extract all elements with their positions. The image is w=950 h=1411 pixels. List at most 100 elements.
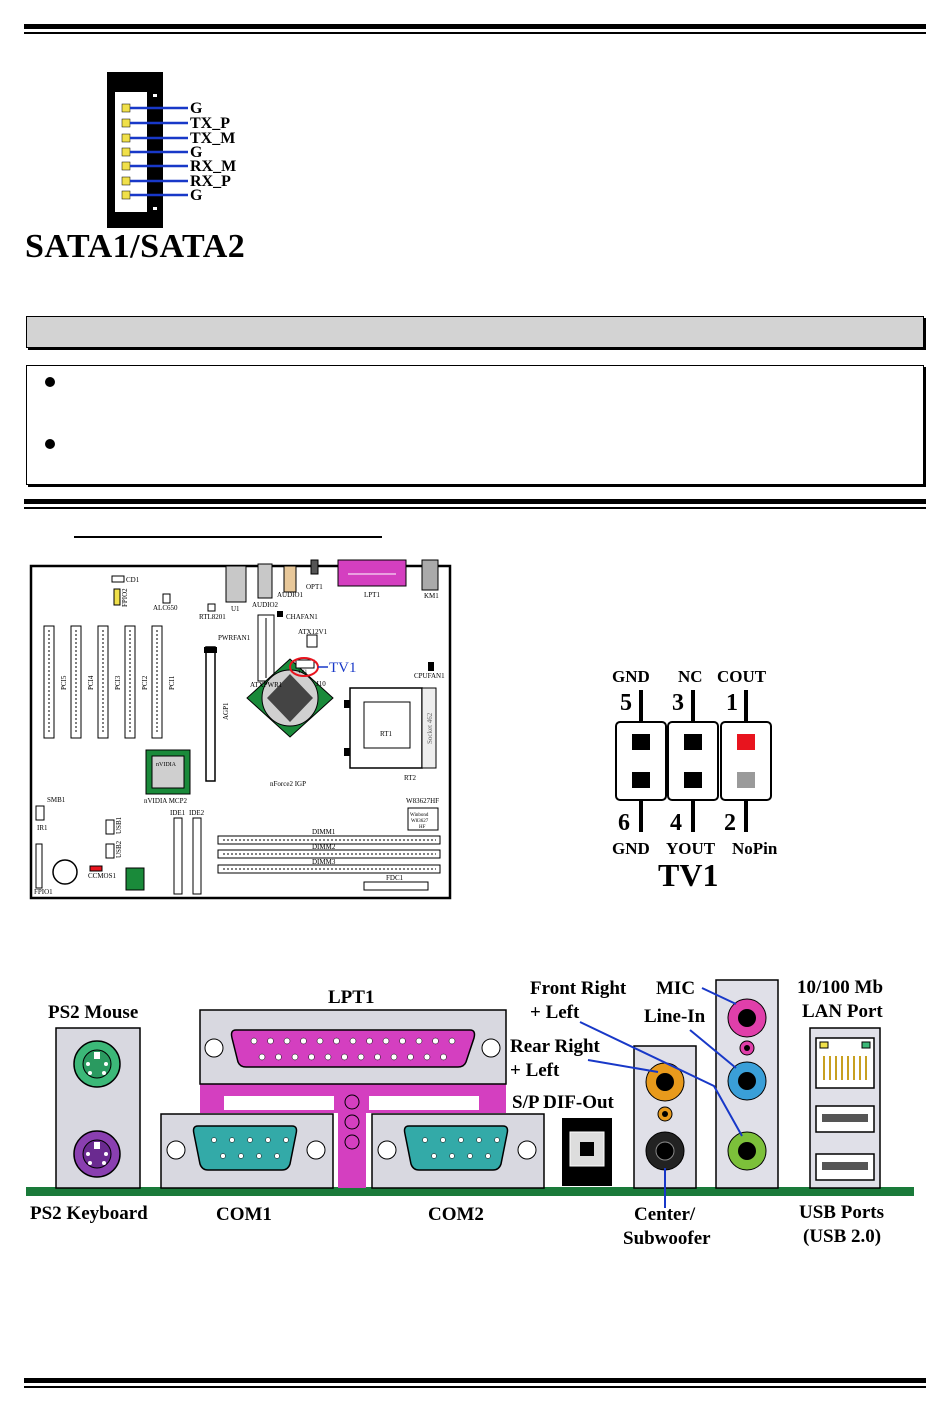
lpt1-pin <box>448 1037 456 1045</box>
board-label-agp1: AGP1 <box>222 702 230 720</box>
lpt1-port <box>230 1029 476 1068</box>
lpt1-pin <box>423 1053 431 1061</box>
line-in-leader <box>689 1029 737 1069</box>
tv1-pin-1 <box>737 734 755 750</box>
board-label-usb1: USB1 <box>115 816 123 834</box>
note-box <box>26 365 924 485</box>
com-pin <box>458 1137 464 1143</box>
com-pin <box>274 1153 280 1159</box>
lpt1-pin <box>341 1053 348 1061</box>
com-pin <box>494 1137 500 1143</box>
com-pin <box>220 1153 226 1159</box>
com-pin <box>449 1153 455 1159</box>
board-label-tv1: TV1 <box>329 660 357 676</box>
tv1-title: TV1 <box>658 857 718 892</box>
mic-label: MIC <box>656 978 695 999</box>
lpt1-pin <box>333 1037 340 1045</box>
tv1-pin-number-6: 6 <box>618 810 630 836</box>
board-label-nvidia-mcp2: nVIDIA MCP2 <box>144 797 187 805</box>
lpt1-pin <box>415 1037 423 1045</box>
tv1-pin-number-3: 3 <box>672 690 684 716</box>
com-pin <box>283 1137 289 1143</box>
board-label-smb1: SMB1 <box>47 796 66 804</box>
tv1-top-label-5: GND <box>612 667 650 686</box>
tv1-bottom-label-2: NoPin <box>732 839 778 858</box>
com-pin <box>476 1137 482 1143</box>
rear-right-label: Rear Right <box>510 1036 601 1057</box>
board-label-socket: Socket 462 <box>426 712 434 744</box>
motherboard-layout: CD1 FPIO2 ALC650 RTL8201 U1 AUDIO1 AUDIO… <box>29 559 452 900</box>
com-pin <box>256 1153 262 1159</box>
tv1-header-diagram: GND NC COUT 5 3 1 6 4 2 GND YOUT NoPin T… <box>612 667 778 892</box>
bottom-rule <box>24 1378 926 1388</box>
ps2-keyboard-label: PS2 Keyboard <box>30 1203 148 1224</box>
com-pin <box>431 1153 437 1159</box>
com-pin <box>229 1137 235 1143</box>
board-label-audio1: AUDIO1 <box>277 591 304 599</box>
com-pin <box>211 1137 217 1143</box>
board-label-cd1: CD1 <box>126 576 140 584</box>
sata-pin-4-label: G <box>190 144 203 161</box>
sata-pin-3-label: TX_M <box>190 130 235 147</box>
center-label: Center/ <box>634 1204 696 1225</box>
board-lpt1-connector <box>337 559 407 587</box>
com2-label: COM2 <box>428 1204 484 1225</box>
com-pin <box>422 1137 428 1143</box>
lpt1-pin <box>349 1037 357 1045</box>
rear-leader <box>587 1059 659 1073</box>
lpt1-pin <box>258 1053 266 1061</box>
com-pin <box>440 1137 446 1143</box>
board-label-fpio2: FPIO2 <box>121 588 129 607</box>
section-title-underline <box>74 536 382 538</box>
board-label-pci4: PCI4 <box>87 675 95 690</box>
mic-leader <box>701 987 737 1005</box>
tv1-pin-2 <box>737 772 755 788</box>
subwoofer-label: Subwoofer <box>623 1228 711 1249</box>
middle-rule <box>24 499 926 509</box>
lpt1-pin <box>440 1053 447 1061</box>
board-label-pci2: PCI2 <box>141 675 149 690</box>
tv1-pin-number-4: 4 <box>670 810 682 836</box>
board-label-rt1: RT1 <box>380 730 393 738</box>
section-heading-bar <box>26 316 924 348</box>
lpt1-pin <box>250 1037 258 1045</box>
ide1-connector <box>173 817 183 895</box>
board-label-chafan1: CHAFAN1 <box>286 613 318 621</box>
lpt1-pin <box>432 1037 439 1045</box>
board-label-rtl8201: RTL8201 <box>199 613 226 621</box>
board-label-ccmos1: CCMOS1 <box>88 872 117 880</box>
board-label-dimm3: DIMM3 <box>312 858 336 866</box>
sata-leads <box>130 106 188 197</box>
board-label-pci1: PCI1 <box>168 675 176 690</box>
board-label-alc650: ALC650 <box>153 604 178 612</box>
com-pin <box>485 1153 491 1159</box>
board-label-ir1: IR1 <box>37 824 48 832</box>
ide2-connector <box>192 817 202 895</box>
board-label-pci5: PCI5 <box>60 675 68 690</box>
front-right-label: Front Right <box>530 978 627 999</box>
cmos-battery <box>52 859 78 885</box>
tv1-top-label-3: NC <box>678 667 703 686</box>
tv1-pin-number-1: 1 <box>726 690 738 716</box>
lpt1-pin <box>382 1037 390 1045</box>
sata-pin-1-label: G <box>190 100 203 117</box>
board-label-nvidia-logo: nVIDIA <box>156 762 177 768</box>
board-label-tv1-small: TV1 <box>298 670 308 675</box>
tv1-pin-6 <box>632 772 650 788</box>
board-label-audio2: AUDIO2 <box>252 601 279 609</box>
lpt1-pin <box>374 1053 381 1061</box>
com-pin <box>265 1137 271 1143</box>
board-label-ide2: IDE2 <box>189 809 205 817</box>
board-label-usb2: USB2 <box>115 840 123 858</box>
tv1-pin-4 <box>684 772 702 788</box>
board-label-lpt1: LPT1 <box>364 591 380 599</box>
rear-io-panel-diagram: PS2 Mouse PS2 Keyboard LPT1 COM1 COM2 Fr… <box>26 977 914 1249</box>
tv1-top-label-1: COUT <box>717 667 767 686</box>
lan-label-2: LAN Port <box>802 1001 883 1022</box>
line-in-label: Line-In <box>644 1006 706 1027</box>
lpt1-pin <box>366 1037 373 1045</box>
board-label-atxpwr1: ATXPWR1 <box>250 681 283 689</box>
board-label-fpio1: FPIO1 <box>34 888 53 896</box>
ps2-mouse-label: PS2 Mouse <box>48 1002 138 1023</box>
board-label-opt1: OPT1 <box>306 583 323 591</box>
